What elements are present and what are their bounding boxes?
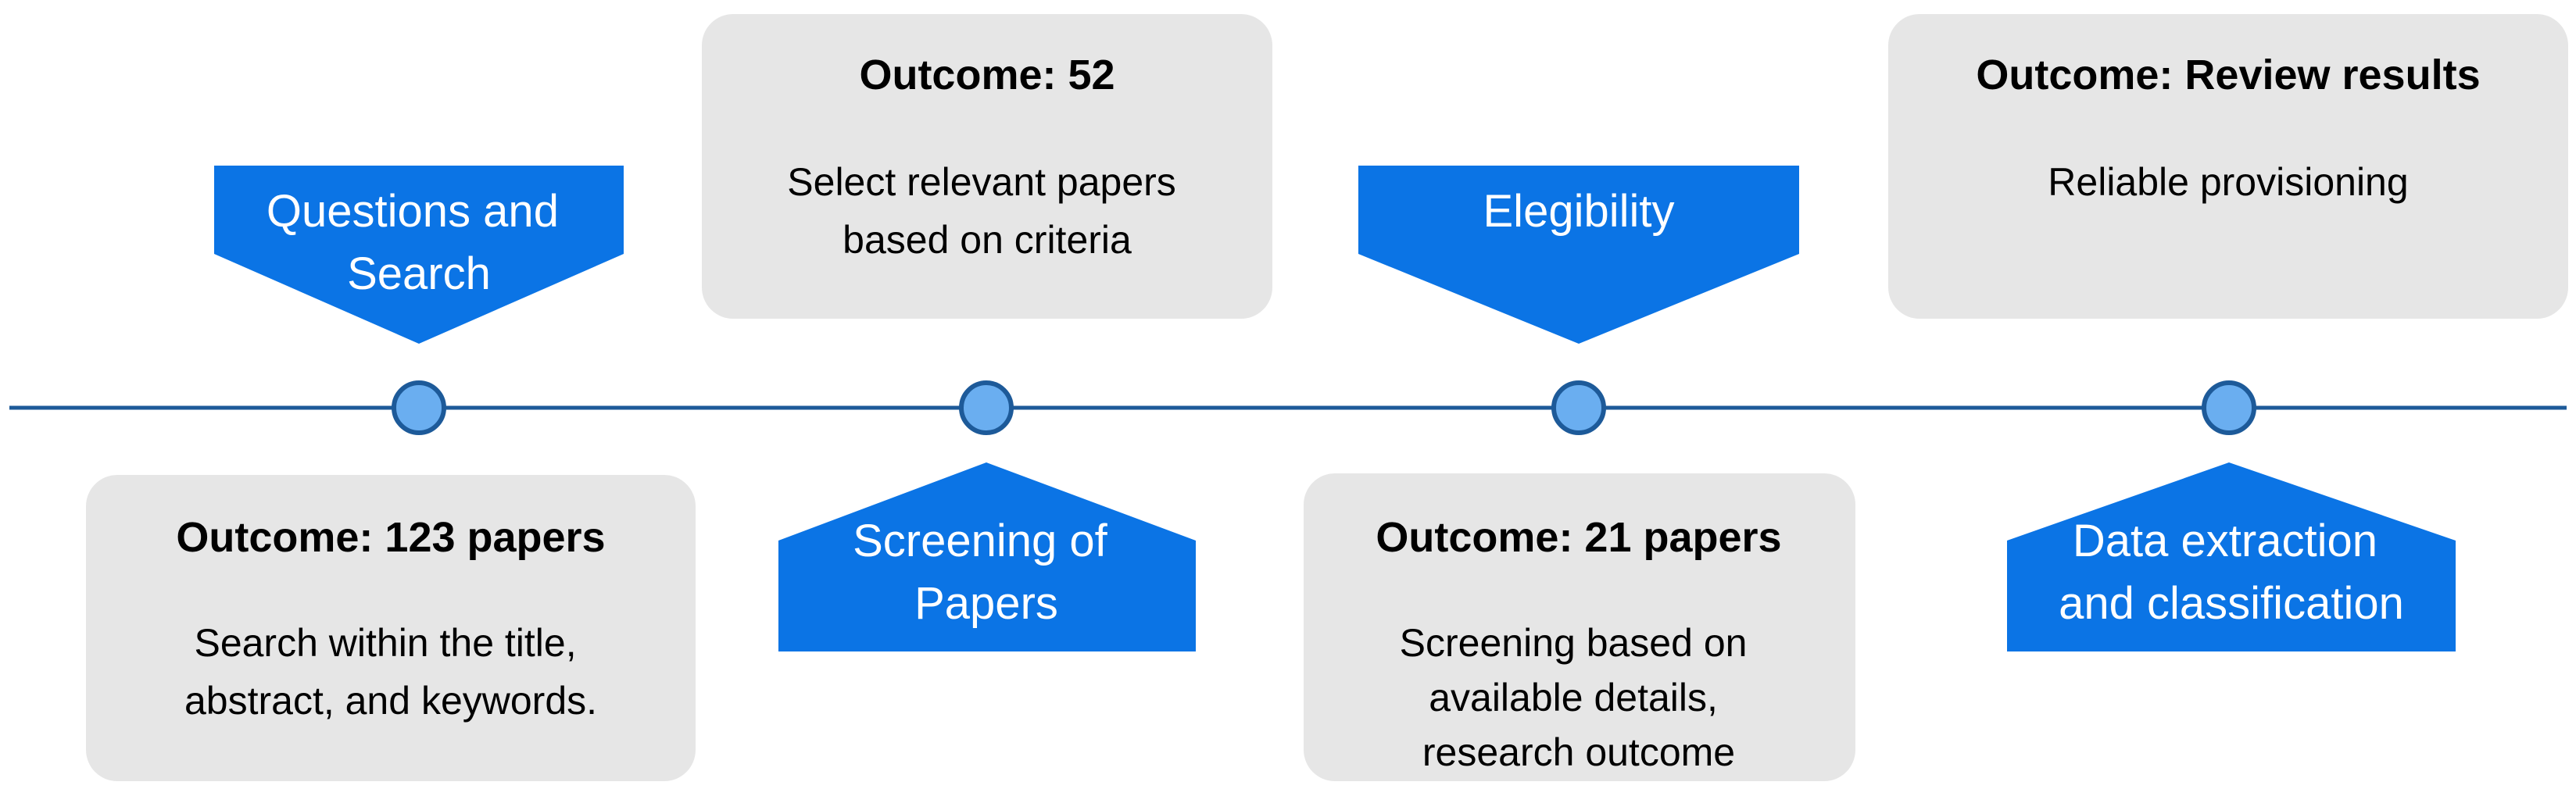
outcome-text-line: Screening based on bbox=[1400, 621, 1748, 665]
stage-label-line: Papers bbox=[914, 578, 1058, 629]
stage-label-line: Elegibility bbox=[1483, 186, 1675, 237]
stage-shape bbox=[1358, 166, 1799, 344]
stage-screening-of-papers: Screening of Papers bbox=[778, 462, 1196, 651]
timeline-node bbox=[2202, 380, 2256, 435]
outcome-box-search: Outcome: 123 papers Search within the ti… bbox=[86, 475, 696, 781]
svg-text:Outcome: 123 papers: Outcome: 123 papers bbox=[176, 514, 605, 561]
outcome-text-line: Search within the title, bbox=[194, 621, 576, 665]
stage-data-extraction-and-classification: Data extraction and classification bbox=[2007, 462, 2456, 651]
outcome-box-elegibility: Outcome: 21 papers Screening based on av… bbox=[1304, 473, 1855, 781]
timeline-node bbox=[959, 380, 1014, 435]
svg-text:Data extraction and clas: Data extraction and classification bbox=[2059, 516, 2404, 629]
svg-text:Outcome: Review results: Outcome: Review results bbox=[1976, 52, 2480, 98]
outcome-box bbox=[702, 14, 1272, 319]
outcome-box-screening: Outcome: 52 Select relevant papers based… bbox=[702, 14, 1272, 319]
stage-label-line: Questions and bbox=[267, 186, 559, 237]
stage-shape bbox=[2007, 462, 2456, 651]
svg-text:Outcome: 52: Outcome: 52 bbox=[859, 52, 1114, 98]
stage-label-line: and classification bbox=[2059, 578, 2404, 629]
svg-text:Elegibility: Elegibility bbox=[1483, 186, 1675, 237]
svg-text:Screening based on avail: Screening based on available details, re… bbox=[1400, 621, 1758, 774]
outcome-title: Outcome: 123 papers bbox=[176, 514, 605, 561]
outcome-text-line: based on criteria bbox=[843, 218, 1132, 262]
svg-text:Outcome: 21 papers: Outcome: 21 papers bbox=[1376, 514, 1781, 561]
svg-text:Screening of Papers: Screening of Papers bbox=[853, 516, 1120, 629]
svg-text:Questions and Search: Questions and Search bbox=[267, 186, 571, 299]
stage-elegibility: Elegibility bbox=[1358, 166, 1799, 344]
timeline-node bbox=[1551, 380, 1606, 435]
outcome-box bbox=[1304, 473, 1855, 781]
outcome-box bbox=[86, 475, 696, 781]
stage-label-line: Search bbox=[347, 248, 491, 299]
svg-text:Reliable provisioning: Reliable provisioning bbox=[2048, 160, 2408, 204]
outcome-text-line: Select relevant papers bbox=[787, 160, 1176, 204]
stage-label-line: Screening of bbox=[853, 516, 1108, 566]
timeline-node bbox=[392, 380, 446, 435]
svg-text:Select relevant papers b: Select relevant papers based on criteria bbox=[787, 160, 1186, 262]
stage-questions-and-search: Questions and Search bbox=[214, 166, 624, 344]
outcome-box bbox=[1888, 14, 2568, 319]
outcome-title: Outcome: Review results bbox=[1976, 52, 2480, 98]
outcome-text-line: Reliable provisioning bbox=[2048, 160, 2408, 204]
outcome-text-line: abstract, and keywords. bbox=[184, 679, 597, 723]
outcome-title: Outcome: 21 papers bbox=[1376, 514, 1781, 561]
svg-text:Search within the title,: Search within the title, abstract, and k… bbox=[184, 621, 597, 723]
outcome-text-line: available details, bbox=[1429, 676, 1718, 719]
stage-label-line: Data extraction bbox=[2073, 516, 2377, 566]
outcome-text-line: research outcome bbox=[1422, 730, 1735, 774]
stage-shape bbox=[778, 462, 1196, 651]
stage-shape bbox=[214, 166, 624, 344]
outcome-box-review: Outcome: Review results Reliable provisi… bbox=[1888, 14, 2568, 319]
outcome-title: Outcome: 52 bbox=[859, 52, 1114, 98]
